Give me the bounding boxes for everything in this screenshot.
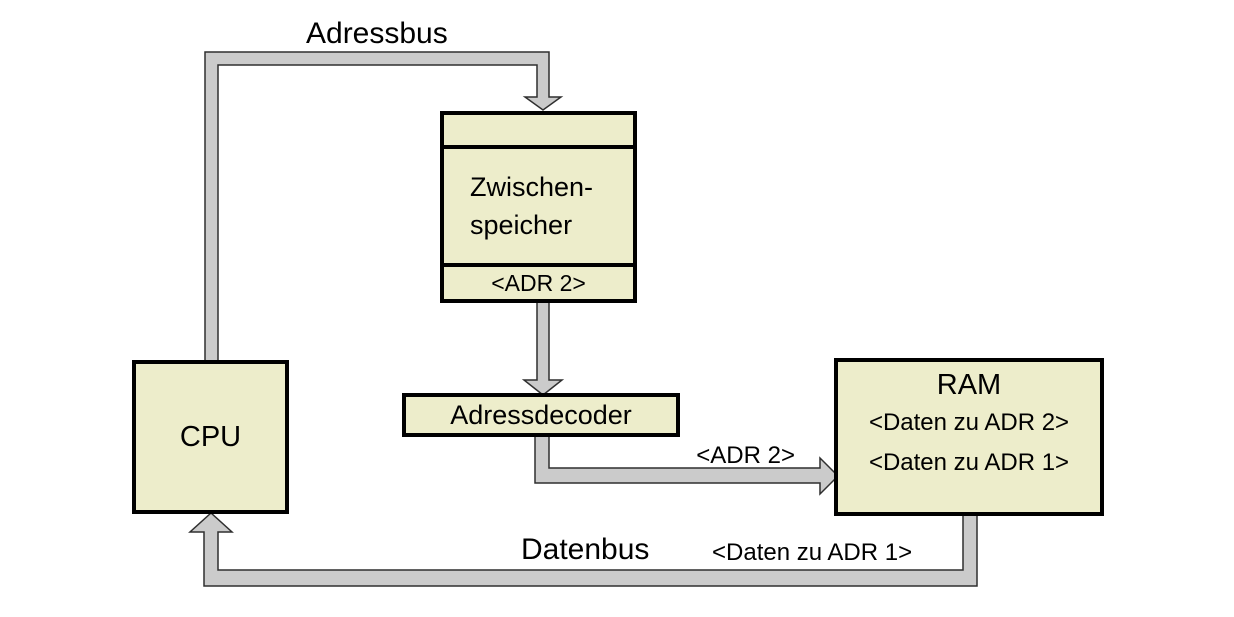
zwischenspeicher-title-line1: Zwischen- xyxy=(470,172,594,202)
adr2-transfer-label: <ADR 2> xyxy=(696,442,795,469)
zwischenspeicher-value: <ADR 2> xyxy=(491,269,586,296)
decoder-to-ram-pipe-arrow xyxy=(534,432,840,496)
datenbus-transfer-label: <Daten zu ADR 1> xyxy=(712,539,913,566)
zwischenspeicher-value-slot: <ADR 2> xyxy=(444,263,633,299)
ram-title: RAM xyxy=(936,369,1002,401)
cpu-label: CPU xyxy=(179,420,242,453)
adressbus-label: Adressbus xyxy=(306,17,448,50)
datenbus-pipe-arrow xyxy=(188,511,978,587)
ram-box: RAM <Daten zu ADR 2> <Daten zu ADR 1> xyxy=(834,358,1104,516)
zwischenspeicher-title: Zwischen- speicher xyxy=(444,149,633,263)
adressbus-pipe-arrow xyxy=(204,51,564,367)
zwischenspeicher-empty-slot xyxy=(444,115,633,149)
adressdecoder-label: Adressdecoder xyxy=(450,399,632,430)
zwischenspeicher-box: Zwischen- speicher <ADR 2> xyxy=(440,111,637,303)
ram-row-adr1: <Daten zu ADR 1> xyxy=(868,449,1070,476)
adressdecoder-box: Adressdecoder xyxy=(402,393,680,437)
ram-row-adr2: <Daten zu ADR 2> xyxy=(868,409,1070,436)
datenbus-label: Datenbus xyxy=(521,533,650,566)
zwischenspeicher-title-line2: speicher xyxy=(470,210,573,240)
cpu-box: CPU xyxy=(132,360,289,514)
buffer-to-decoder-pipe-arrow xyxy=(521,298,565,396)
